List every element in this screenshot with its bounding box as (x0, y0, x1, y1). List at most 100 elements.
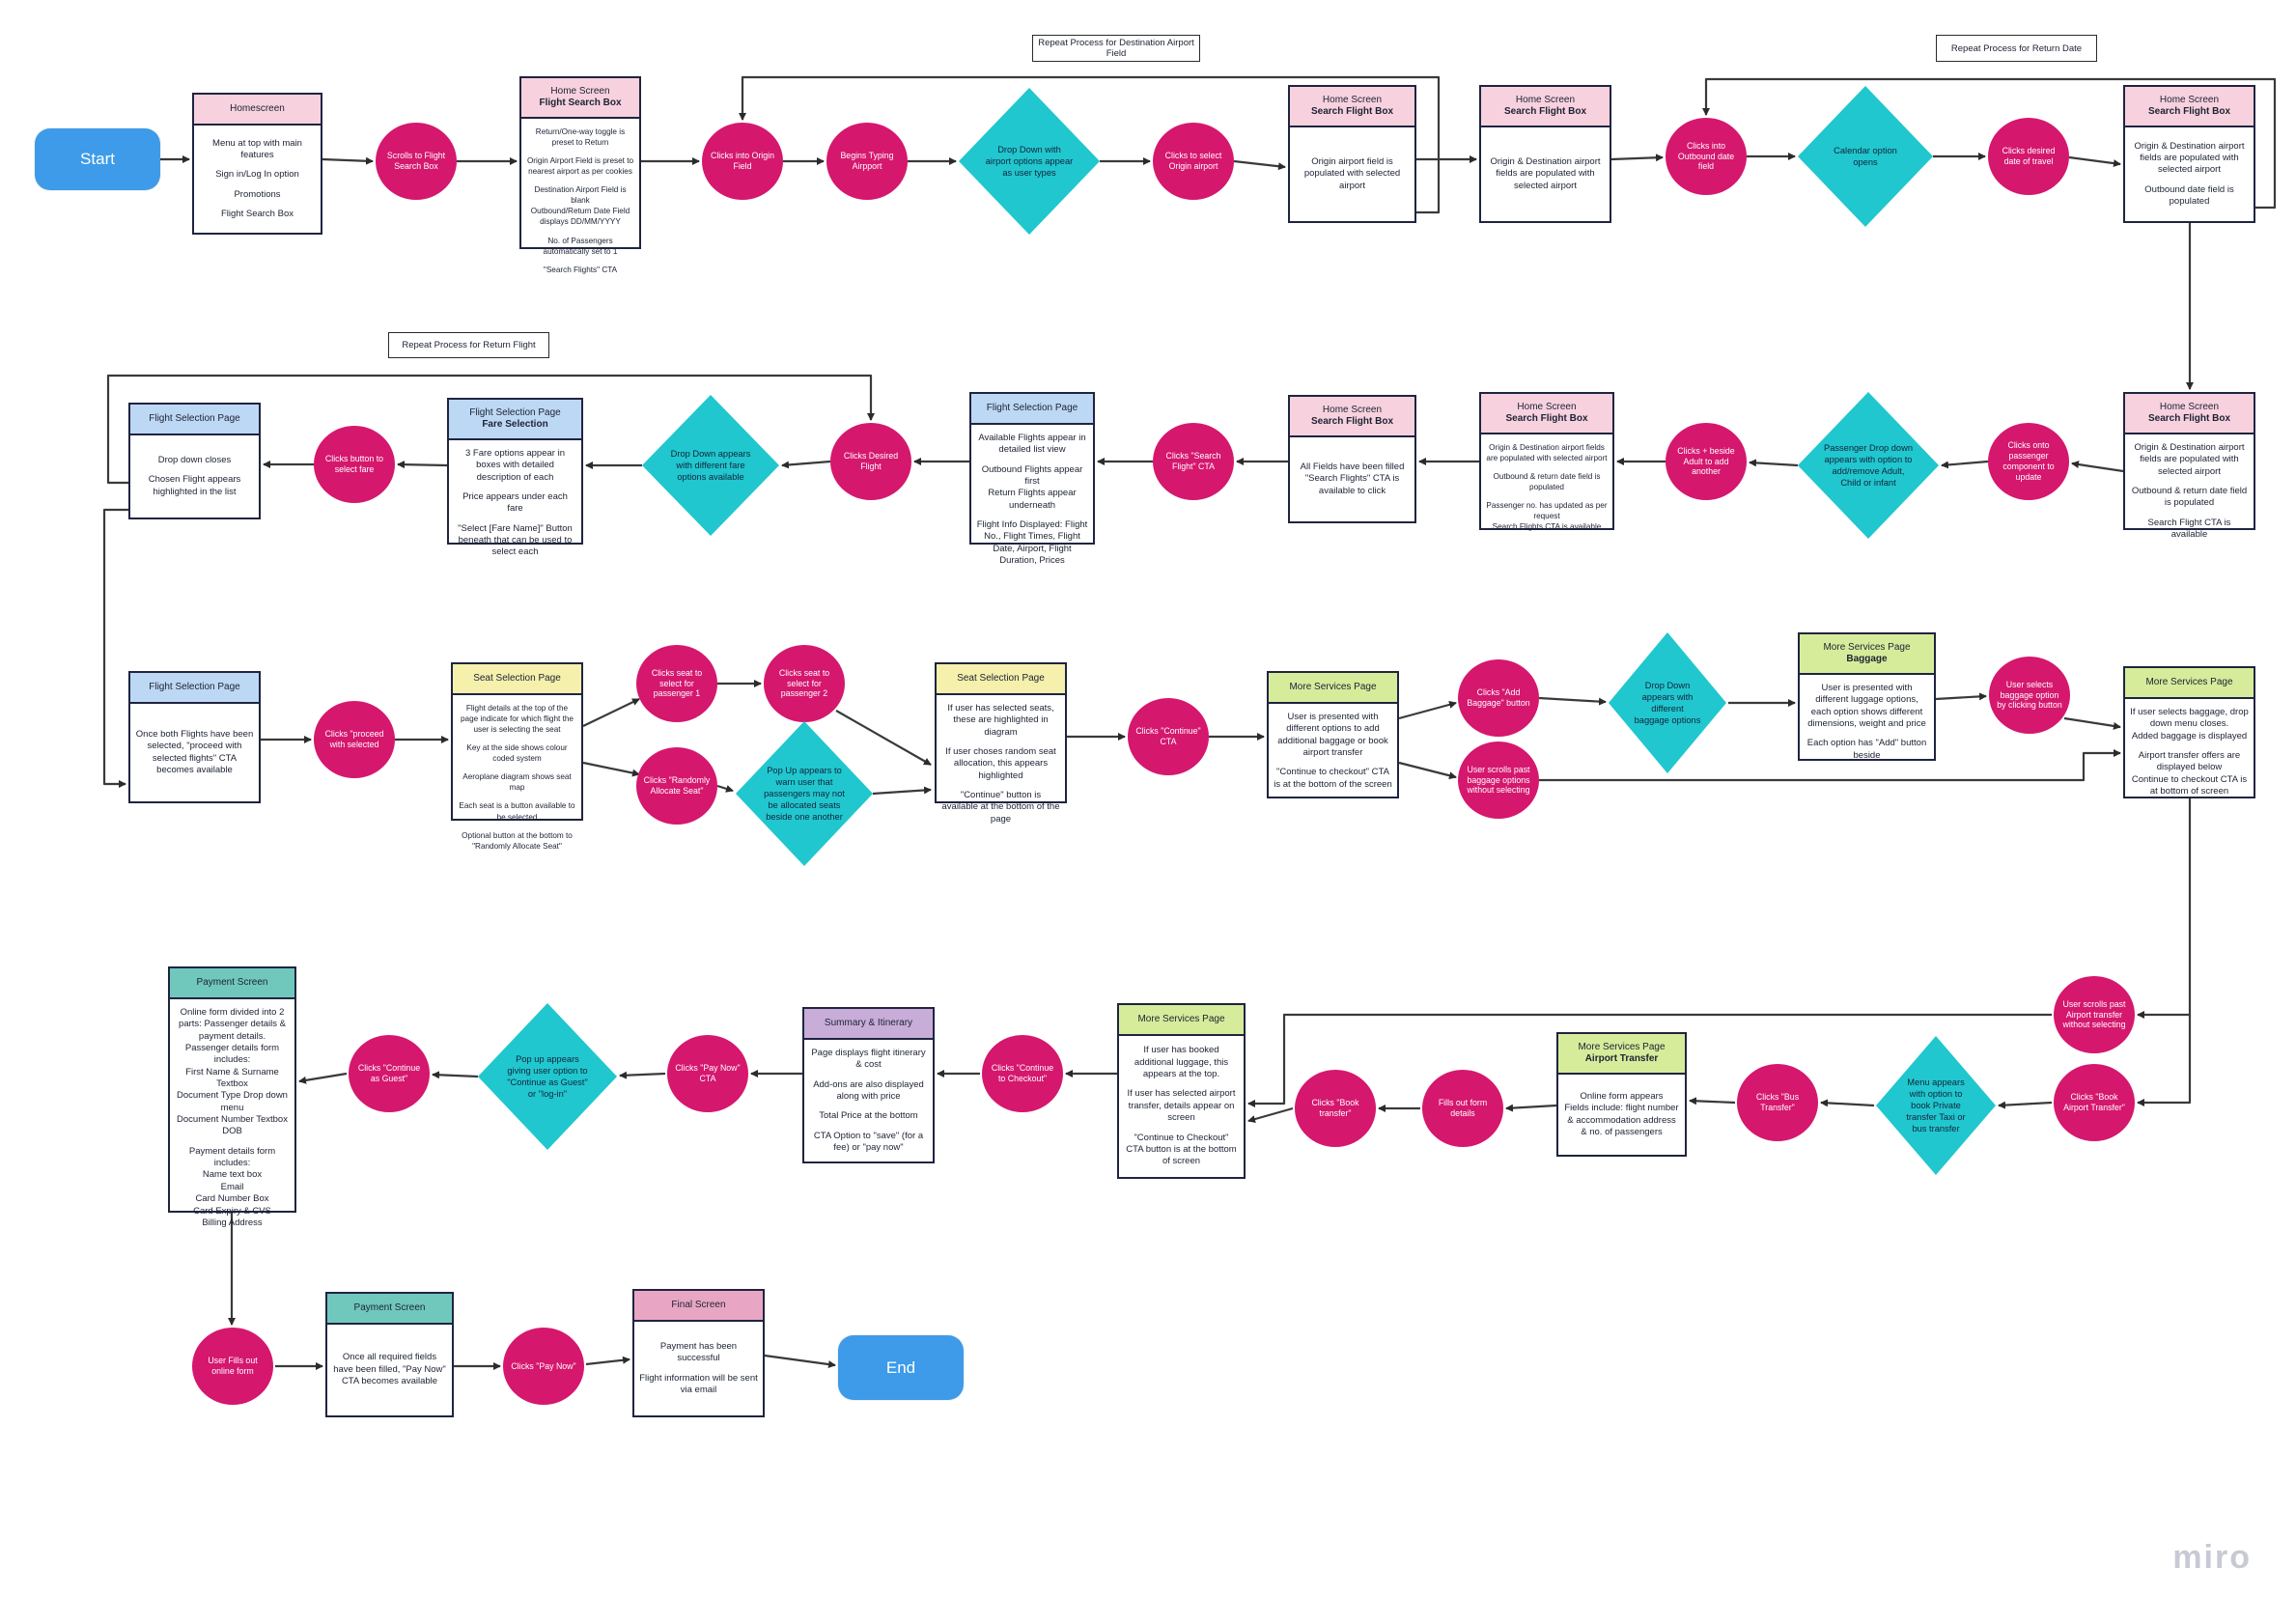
dd-baggage-decision[interactable]: Drop Down appears with different baggage… (1609, 632, 1726, 773)
clicks-origin-field-action[interactable]: Clicks into Origin Field (702, 123, 783, 200)
msp-added-box-line: Airport transfer offers are displayed be… (2131, 750, 2248, 798)
loop-return-date-loop-label[interactable]: Repeat Process for Return Date (1936, 35, 2097, 62)
clicks-continue-guest-action[interactable]: Clicks "Continue as Guest" (349, 1035, 430, 1112)
summary-box-title: Summary & Itinerary (824, 1017, 913, 1028)
clicks-add-adult-action[interactable]: Clicks + beside Adult to add another (1666, 423, 1747, 500)
selects-baggage-action[interactable]: User selects baggage option by clicking … (1989, 657, 2070, 734)
clicks-passenger-component-action[interactable]: Clicks onto passenger component to updat… (1988, 423, 2069, 500)
clicks-pay-now2-action[interactable]: Clicks "Pay Now" (503, 1328, 584, 1405)
clicks-book-transfer-action[interactable]: Clicks "Book transfer" (1295, 1070, 1376, 1147)
dd-fare-decision[interactable]: Drop Down appears with different fare op… (642, 395, 779, 536)
clicks-search-flight-cta-action[interactable]: Clicks "Search Flight" CTA (1153, 423, 1234, 500)
clicks-seat-p1-action[interactable]: Clicks seat to select for passenger 1 (636, 645, 717, 722)
seat-page-box-title: Seat Selection Page (473, 672, 561, 684)
clicks-add-baggage-action-label: Clicks "Add Baggage" button (1467, 687, 1530, 708)
connector-arrow (1398, 700, 1457, 720)
sfb-all-filled-box-body: All Fields have been filled "Search Flig… (1290, 437, 1414, 521)
scrolls-past-airport-action[interactable]: User scrolls past Airport transfer witho… (2054, 976, 2135, 1053)
connector-arrow (1610, 154, 1664, 162)
connector-arrow (2063, 716, 2121, 730)
popup-guest-decision[interactable]: Pop up appears giving user option to "Co… (478, 1003, 617, 1150)
clicks-add-baggage-action[interactable]: Clicks "Add Baggage" button (1458, 659, 1539, 737)
dd-passenger-decision[interactable]: Passenger Drop down appears with option … (1798, 392, 1939, 539)
clicks-date-action[interactable]: Clicks desired date of travel (1988, 118, 2069, 195)
flight-search-box-box-subtitle: Flight Search Box (539, 98, 622, 108)
dd-airports-decision-label: Drop Down with airport options appear as… (985, 144, 1074, 179)
fills-form-action[interactable]: Fills out form details (1422, 1070, 1503, 1147)
seat-page2-box-body: If user has selected seats, these are hi… (937, 695, 1065, 833)
msp-airport-box-subtitle: Airport Transfer (1584, 1053, 1659, 1064)
final-screen-box-line: Payment has been successful (659, 1340, 738, 1364)
menu-transfer-decision[interactable]: Menu appears with option to book Private… (1876, 1036, 1996, 1175)
popup-seats-decision[interactable]: Pop Up appears to warn user that passeng… (736, 721, 873, 866)
start-node[interactable]: Start (35, 128, 160, 190)
clicks-select-fare-action[interactable]: Clicks button to select fare (314, 426, 395, 503)
fills-online-form-action[interactable]: User Fills out online form (192, 1328, 273, 1405)
scrolls-past-airport-action-label: User scrolls past Airport transfer witho… (2062, 998, 2126, 1030)
connector-arrow (1689, 1097, 1736, 1105)
clicks-seat-p1-action-label: Clicks seat to select for passenger 1 (651, 667, 703, 699)
fsp-both-selected-box-header: Flight Selection Page (130, 673, 259, 704)
fsp-chosen-box-header: Flight Selection Page (130, 405, 259, 435)
clicks-desired-flight-action[interactable]: Clicks Desired Flight (830, 423, 911, 500)
begins-typing-action[interactable]: Begins Typing Airpport (826, 123, 908, 200)
sfb-return-populated-box-line: Outbound & return date field is populate… (2131, 486, 2248, 509)
msp-baggage-box-body: User is presented with different luggage… (1800, 675, 1934, 770)
sfb-both-populated-box-subtitle: Search Flight Box (1503, 106, 1586, 117)
msp-added-box-header: More Services Page (2125, 668, 2254, 699)
sfb-passenger-updated-box-subtitle: Search Flight Box (1505, 413, 1588, 424)
connector-arrow (1941, 460, 1989, 469)
connector-arrow (397, 461, 448, 469)
dd-airports-decision[interactable]: Drop Down with airport options appear as… (959, 88, 1100, 235)
clicks-select-origin-action[interactable]: Clicks to select Origin airport (1153, 123, 1234, 200)
fsp-fare-box-line: Price appears under each fare (462, 491, 568, 515)
clicks-book-airport-action[interactable]: Clicks "Book Airport Transfer" (2054, 1064, 2135, 1141)
msp-booked-box-body: If user has booked additional luggage, t… (1119, 1036, 1244, 1177)
clicks-pay-now-cta-action[interactable]: Clicks "Pay Now" CTA (667, 1035, 748, 1112)
clicks-continue-cta-action[interactable]: Clicks "Continue" CTA (1128, 698, 1209, 775)
clicks-continue-checkout-action[interactable]: Clicks "Continue to Checkout" (982, 1035, 1063, 1112)
begins-typing-action-label: Begins Typing Airpport (840, 151, 894, 171)
connector-arrow (1820, 1099, 1875, 1107)
fsp-list-box-line: Outbound Flights appear first Return Fli… (981, 463, 1083, 511)
scrolls-to-search-action[interactable]: Scrolls to Flight Search Box (376, 123, 457, 200)
connector-arrow (432, 1071, 479, 1079)
msp-airport-box-body: Online form appears Fields include: flig… (1558, 1075, 1685, 1155)
clicks-random-action[interactable]: Clicks "Randomly Allocate Seat" (636, 747, 717, 825)
seat-page-box-header: Seat Selection Page (453, 664, 581, 695)
clicks-proceed-action[interactable]: Clicks "proceed with selected (314, 701, 395, 778)
clicks-seat-p2-action[interactable]: Clicks seat to select for passenger 2 (764, 645, 845, 722)
scrolls-past-baggage-action[interactable]: User scrolls past baggage options withou… (1458, 742, 1539, 819)
dd-calendar-decision[interactable]: Calendar option opens (1798, 86, 1933, 227)
sfb-return-populated-box-subtitle: Search Flight Box (2147, 413, 2230, 424)
clicks-bus-action[interactable]: Clicks "Bus Transfer" (1737, 1064, 1818, 1141)
loop-return-flight-loop-label[interactable]: Repeat Process for Return Flight (388, 332, 549, 358)
clicks-outbound-date-action[interactable]: Clicks into Outbound date field (1666, 118, 1747, 195)
loop-dest-loop-label[interactable]: Repeat Process for Destination Airport F… (1032, 35, 1200, 62)
sfb-all-filled-box-subtitle: Search Flight Box (1310, 416, 1393, 427)
end-node[interactable]: End (838, 1335, 964, 1400)
